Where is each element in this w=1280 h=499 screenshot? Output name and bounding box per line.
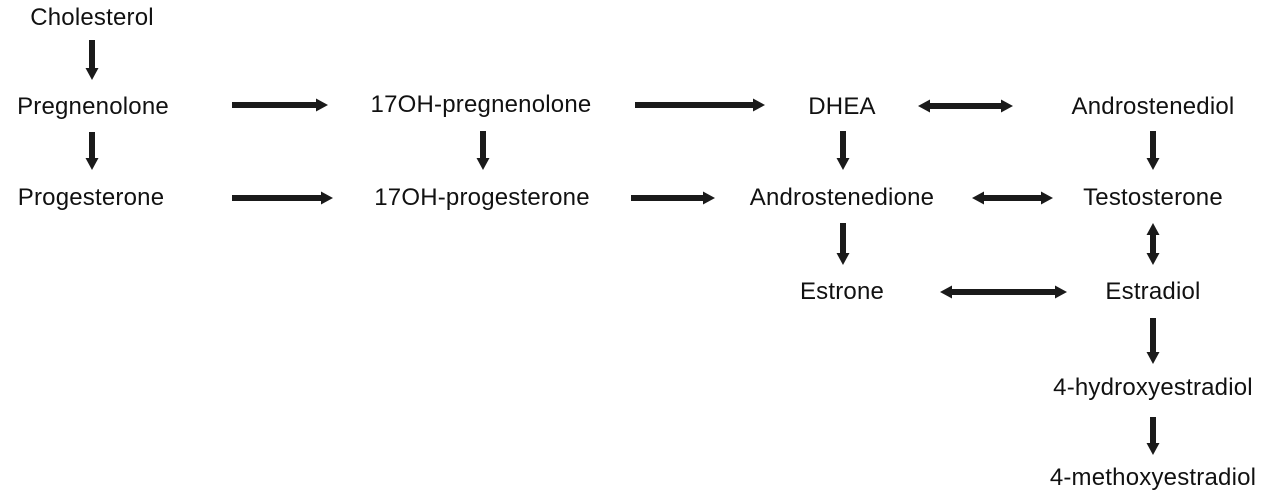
node-pregnenolone: Pregnenolone xyxy=(17,93,169,120)
arrow-cholesterol-to-pregnenolone-icon xyxy=(85,40,99,80)
arrow-pregnenolone-to-oh17-pregnenolone-icon xyxy=(232,98,328,112)
arrow-testosterone-to-estradiol-icon xyxy=(1146,223,1160,265)
arrow-estrone-to-estradiol-icon xyxy=(940,285,1067,299)
arrow-oh17-progesterone-to-androstenedione-icon xyxy=(631,191,715,205)
node-oh17-progesterone: 17OH-progesterone xyxy=(374,184,590,211)
arrow-hydroxyestradiol-4-to-methoxyestradiol-4-icon xyxy=(1146,417,1160,455)
node-cholesterol: Cholesterol xyxy=(30,4,154,31)
arrow-progesterone-to-oh17-progesterone-icon xyxy=(232,191,333,205)
arrow-androstenediol-to-testosterone-icon xyxy=(1146,131,1160,170)
arrow-dhea-to-androstenediol-icon xyxy=(918,99,1013,113)
node-estrone: Estrone xyxy=(799,278,885,305)
arrow-pregnenolone-to-progesterone-icon xyxy=(85,132,99,170)
arrow-oh17-pregnenolone-to-oh17-progesterone-icon xyxy=(476,131,490,170)
arrow-estradiol-to-hydroxyestradiol-4-icon xyxy=(1146,318,1160,364)
node-methoxyestradiol-4: 4-methoxyestradiol xyxy=(1049,464,1257,491)
node-progesterone: Progesterone xyxy=(17,184,165,211)
node-hydroxyestradiol-4: 4-hydroxyestradiol xyxy=(1053,374,1253,401)
node-androstenediol: Androstenediol xyxy=(1071,93,1235,120)
arrow-androstenedione-to-testosterone-icon xyxy=(972,191,1053,205)
node-estradiol: Estradiol xyxy=(1105,278,1201,305)
node-dhea: DHEA xyxy=(808,93,876,120)
node-testosterone: Testosterone xyxy=(1083,184,1223,211)
node-androstenedione: Androstenedione xyxy=(749,184,935,211)
arrow-oh17-pregnenolone-to-dhea-icon xyxy=(635,98,765,112)
arrow-dhea-to-androstenedione-icon xyxy=(836,131,850,170)
node-oh17-pregnenolone: 17OH-pregnenolone xyxy=(370,91,592,118)
arrow-androstenedione-to-estrone-icon xyxy=(836,223,850,265)
